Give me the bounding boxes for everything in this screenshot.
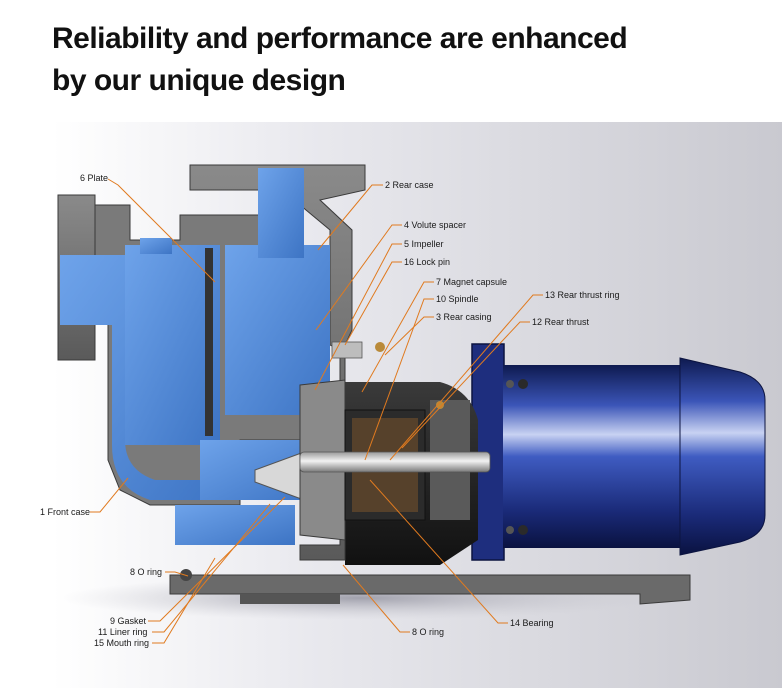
- leader-o-ring-bottom: [342, 564, 410, 633]
- leader-rear-thrust: [401, 321, 530, 449]
- label-spindle: 10 Spindle: [436, 294, 479, 304]
- base-plate: [169, 574, 691, 605]
- motor-body: [503, 365, 690, 548]
- label-magnet-capsule: 7 Magnet capsule: [436, 277, 508, 287]
- front-chamber-fluid: [125, 245, 220, 445]
- label-gasket: 9 Gasket: [110, 616, 147, 626]
- motor-end-cap: [679, 357, 766, 556]
- base-foot: [240, 594, 340, 604]
- lower-fluid: [175, 505, 295, 545]
- label-o-ring-bottom: 8 O ring: [412, 627, 445, 637]
- bolt: [375, 342, 385, 352]
- label-rear-thrust: 12 Rear thrust: [532, 317, 590, 327]
- leader-mouth-ring: [152, 557, 216, 644]
- leader-o-ring-left: [165, 571, 189, 577]
- label-front-case: 1 Front case: [40, 507, 91, 517]
- leader-volute-spacer: [315, 224, 402, 331]
- heading-line-1: Reliability and performance are enhanced: [52, 22, 628, 55]
- leader-front-case: [90, 477, 129, 513]
- leader-rear-thrust-ring: [389, 294, 543, 461]
- spindle-shape: [299, 451, 491, 473]
- leader-impeller: [314, 243, 402, 391]
- leader-spindle: [364, 298, 434, 461]
- leader-gasket: [148, 496, 286, 622]
- leader-bearing: [369, 479, 508, 624]
- label-volute-spacer: 4 Volute spacer: [404, 220, 467, 230]
- heading-line-2: by our unique design: [52, 64, 346, 97]
- leader-lines: [90, 178, 543, 644]
- heading: Reliability and performance are enhanced…: [52, 18, 772, 102]
- label-lock-pin: 16 Lock pin: [404, 257, 451, 267]
- label-rear-casing: 3 Rear casing: [436, 312, 492, 322]
- leader-rear-case: [317, 184, 383, 251]
- label-plate: 6 Plate: [80, 173, 109, 183]
- leader-liner-ring: [152, 503, 271, 633]
- leader-magnet-capsule: [361, 281, 434, 393]
- label-rear-thrust-ring: 13 Rear thrust ring: [545, 290, 620, 300]
- inlet-fluid: [60, 255, 230, 500]
- label-impeller: 5 Impeller: [404, 239, 444, 249]
- motor-bolt: [506, 380, 514, 388]
- label-mouth-ring: 15 Mouth ring: [94, 638, 150, 648]
- leader-rear-casing: [384, 316, 434, 356]
- label-rear-case: 2 Rear case: [385, 180, 434, 190]
- prime-port-fluid: [140, 238, 172, 254]
- plate-divider: [205, 248, 213, 436]
- motor-bolt: [506, 526, 514, 534]
- motor: [471, 343, 766, 561]
- label-bearing: 14 Bearing: [510, 618, 554, 628]
- motor-bolt: [518, 525, 528, 535]
- bolt: [436, 401, 444, 409]
- leader-lock-pin: [344, 261, 402, 346]
- outlet-fluid: [258, 168, 304, 258]
- label-o-ring-left: 8 O ring: [130, 567, 163, 577]
- motor-bolt: [518, 379, 528, 389]
- leader-plate: [107, 178, 216, 283]
- label-liner-ring: 11 Liner ring: [98, 627, 148, 637]
